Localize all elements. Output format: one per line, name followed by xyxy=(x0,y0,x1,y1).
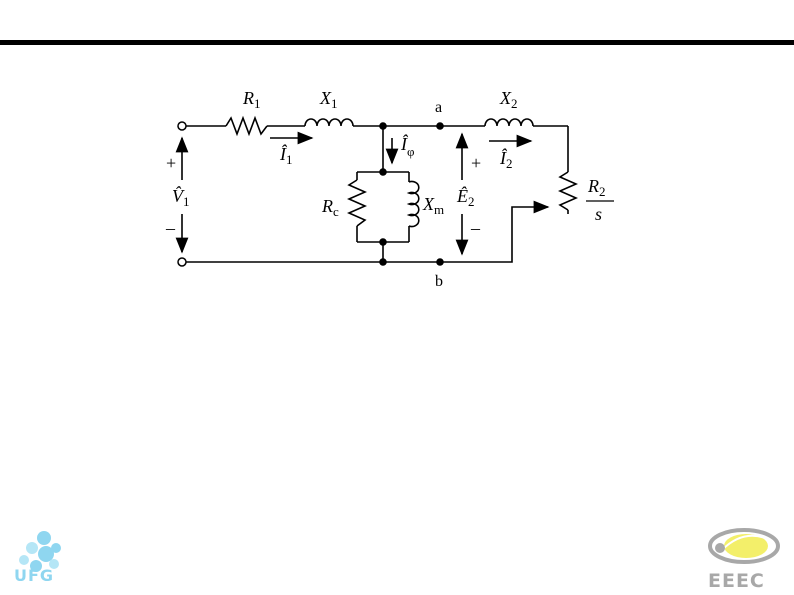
resistor-r1 xyxy=(226,118,267,134)
eeec-logo-icon xyxy=(704,520,784,570)
junction-dot xyxy=(379,238,387,246)
label-v1-minus: – xyxy=(165,218,176,238)
label-v1: V̂1 xyxy=(172,186,190,209)
label-i2: Î2 xyxy=(499,147,513,171)
ufg-logo-text: UFG xyxy=(14,566,54,585)
label-node-b: b xyxy=(435,273,443,290)
label-e2: Ê2 xyxy=(456,185,475,209)
label-rc: Rc xyxy=(321,196,339,219)
label-r1: R1 xyxy=(242,88,261,111)
label-x2: X2 xyxy=(499,88,518,111)
inductor-x1 xyxy=(305,119,353,126)
label-r2-numerator: R2 xyxy=(587,176,606,199)
node-b-dot xyxy=(436,258,444,266)
label-i1: Î1 xyxy=(279,143,293,167)
label-e2-minus: – xyxy=(470,218,481,238)
resistor-rc xyxy=(349,180,365,226)
label-v1-plus: + xyxy=(166,153,176,173)
label-node-a: a xyxy=(435,99,442,116)
junction-dot xyxy=(379,122,387,130)
label-e2-plus: + xyxy=(471,153,481,173)
resistor-r2-s xyxy=(560,172,576,210)
terminal-top-left xyxy=(178,122,186,130)
junction-dot xyxy=(379,168,387,176)
inductor-xm xyxy=(409,182,419,227)
label-x1: X1 xyxy=(319,88,338,111)
junction-dot xyxy=(379,258,387,266)
label-xm: Xm xyxy=(422,194,444,217)
label-iphi: Îφ xyxy=(400,133,415,159)
label-r2-denominator: s xyxy=(595,204,602,224)
eeec-logo-text: EEEC xyxy=(708,570,765,592)
inductor-x2 xyxy=(485,119,533,126)
terminal-bottom-left xyxy=(178,258,186,266)
node-a-dot xyxy=(436,122,444,130)
